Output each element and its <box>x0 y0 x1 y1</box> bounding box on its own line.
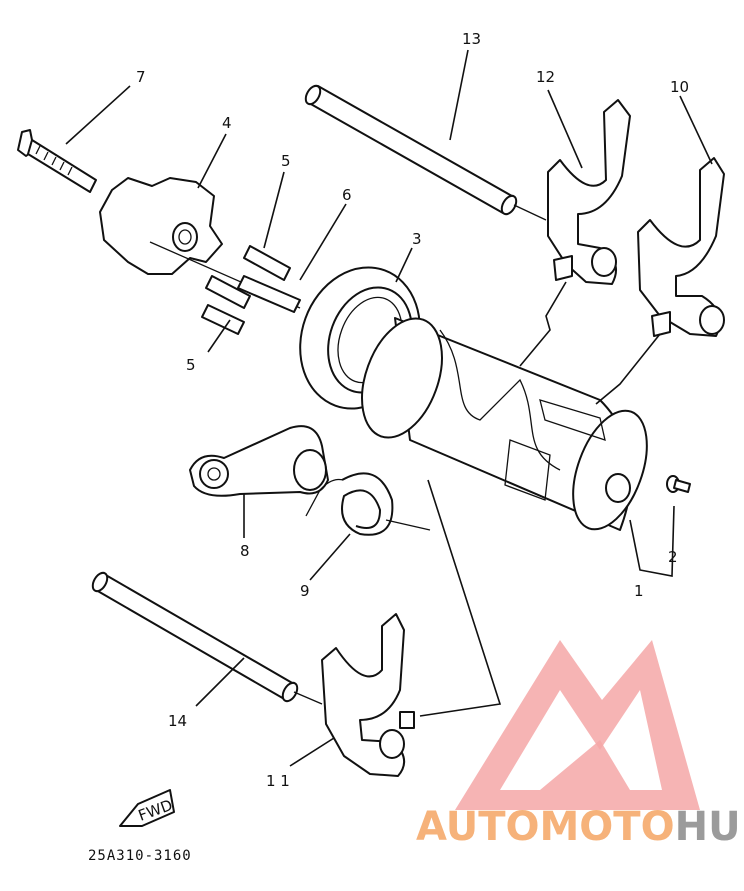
part-5-dowel-pin-mid <box>205 275 251 309</box>
watermark-text: AUTOMOTOHUB <box>416 804 744 850</box>
part-1-shift-drum <box>361 317 648 531</box>
fwd-arrow-icon: FWD <box>119 789 175 827</box>
watermark-hub: HUB <box>675 804 744 850</box>
callout-5-top: 5 <box>281 152 291 170</box>
callout-11: 1 1 <box>266 772 290 790</box>
callout-13: 13 <box>462 30 481 48</box>
callout-6: 6 <box>342 186 352 204</box>
part-6-pin <box>237 275 301 313</box>
part-10-shift-fork <box>637 157 725 337</box>
callout-3: 3 <box>412 230 422 248</box>
watermark-auto: AUTO <box>416 804 540 850</box>
callout-9: 9 <box>300 582 310 600</box>
callout-numbers: 7 4 5 6 3 5 13 12 10 2 1 8 9 14 1 1 <box>136 30 689 790</box>
part-5-dowel-pin-lower <box>201 304 245 335</box>
part-2-screw <box>666 475 691 493</box>
part-12-shift-fork <box>547 99 631 285</box>
leader-lines <box>65 49 713 767</box>
watermark-moto: MOTO <box>540 804 675 850</box>
callout-5-bottom: 5 <box>186 356 196 374</box>
part-code: 25A310-3160 <box>88 848 192 864</box>
callout-12: 12 <box>536 68 555 86</box>
callout-2: 2 <box>668 548 678 566</box>
callout-1: 1 <box>634 582 644 600</box>
automotohub-logo <box>455 640 700 810</box>
part-14-shift-fork-shaft <box>91 571 323 705</box>
part-9-spring <box>305 472 431 536</box>
callout-8: 8 <box>240 542 250 560</box>
callout-4: 4 <box>222 114 232 132</box>
part-7-bolt <box>17 129 97 193</box>
part-11-shift-fork <box>321 613 415 777</box>
part-5-dowel-pin-upper <box>243 245 291 281</box>
callout-10: 10 <box>670 78 689 96</box>
callout-14: 14 <box>168 712 187 730</box>
part-8-stopper-lever <box>189 425 329 497</box>
part-13-shift-fork-shaft <box>304 84 547 221</box>
callout-7: 7 <box>136 68 146 86</box>
